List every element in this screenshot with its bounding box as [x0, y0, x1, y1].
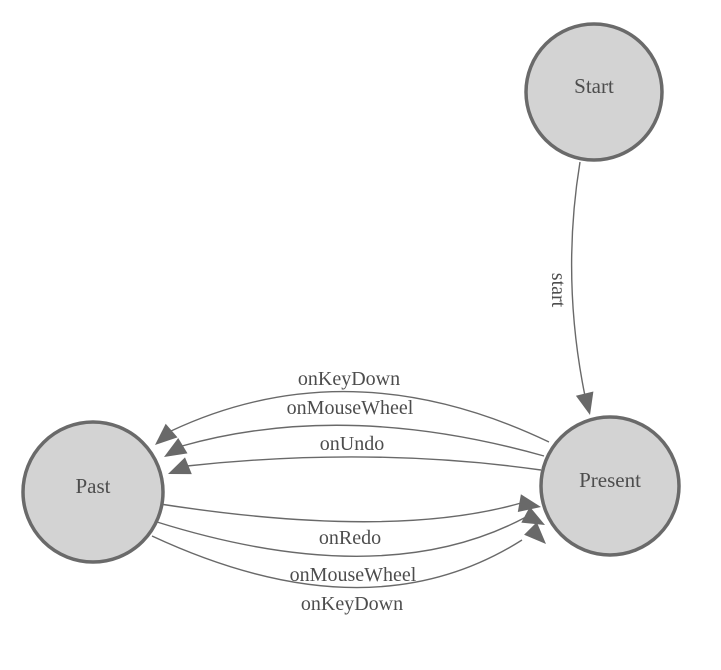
edge-label-present-to-past-onKeyDown: onKeyDown: [298, 368, 400, 390]
edge-label-present-to-past-onUndo: onUndo: [320, 433, 384, 455]
state-node-label-past: Past: [75, 474, 110, 498]
arrowhead-icon-present-to-past-onKeyDown: [155, 423, 178, 445]
edge-present-to-past-onMouseWheel: [181, 424, 545, 457]
arrowhead-icon-past-to-present-onKeyDown: [524, 522, 546, 544]
arrowhead-icon-past-to-present-onRedo: [517, 494, 541, 512]
edge-present-to-past-onKeyDown: [170, 390, 550, 443]
state-node-start[interactable]: [524, 22, 664, 162]
edge-start-to-present-start: [570, 161, 586, 397]
state-node-label-present: Present: [579, 468, 641, 492]
edge-label-start-to-present-start: start: [547, 273, 569, 308]
arrowhead-icon-start-to-present-start: [575, 391, 594, 415]
edge-past-to-present-onKeyDown: [151, 535, 523, 589]
arrowhead-icon-past-to-present-onMouseWheel: [521, 506, 545, 525]
edge-label-past-to-present-onKeyDown: onKeyDown: [301, 593, 403, 615]
arrowhead-icon-present-to-past-onUndo: [168, 457, 192, 475]
edge-label-past-to-present-onMouseWheel: onMouseWheel: [290, 564, 417, 586]
edge-label-past-to-present-onRedo: onRedo: [319, 527, 381, 549]
state-node-past[interactable]: [21, 420, 165, 564]
state-node-label-start: Start: [574, 74, 614, 98]
edge-past-to-present-onRedo: [159, 502, 522, 523]
state-node-present[interactable]: [539, 415, 681, 557]
arrowhead-icon-present-to-past-onMouseWheel: [164, 438, 188, 457]
edge-label-present-to-past-onMouseWheel: onMouseWheel: [287, 397, 414, 419]
edge-present-to-past-onUndo: [186, 456, 542, 471]
edge-past-to-present-onMouseWheel: [156, 516, 527, 557]
